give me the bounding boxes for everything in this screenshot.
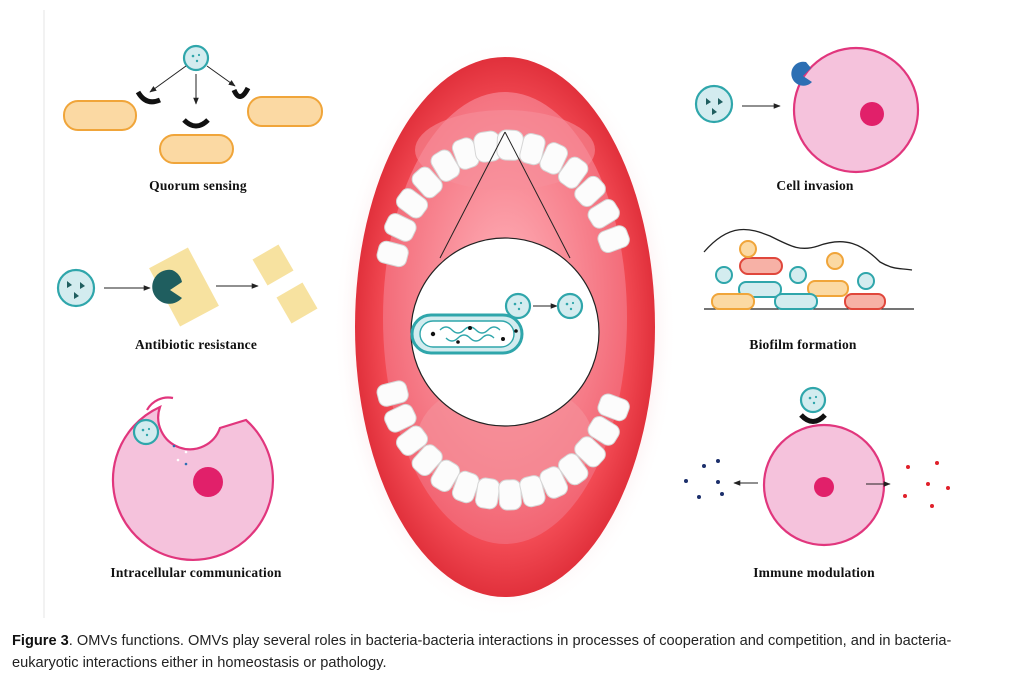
tooth bbox=[597, 393, 630, 422]
omv-functions-figure bbox=[43, 10, 950, 620]
tooth bbox=[376, 380, 409, 407]
label-cell-invasion: Cell invasion bbox=[776, 178, 854, 193]
tooth bbox=[558, 453, 589, 486]
enzyme bbox=[152, 269, 182, 304]
label-quorum-sensing: Quorum sensing bbox=[149, 178, 247, 193]
antibiotic-fragment bbox=[276, 282, 318, 324]
cytokines-red bbox=[903, 461, 950, 508]
immune-modulation-panel bbox=[684, 386, 950, 547]
nucleus bbox=[814, 477, 834, 497]
bacterium-producing-omv bbox=[410, 313, 524, 355]
antibiotic-resistance-panel bbox=[56, 244, 318, 327]
receptor bbox=[799, 413, 827, 424]
tooth bbox=[475, 477, 501, 510]
tooth bbox=[558, 156, 589, 189]
bacterium bbox=[159, 134, 234, 164]
tooth bbox=[384, 213, 417, 242]
tooth bbox=[430, 149, 461, 182]
omv bbox=[182, 44, 210, 72]
receptor bbox=[135, 90, 161, 105]
caption-text: . OMVs functions. OMVs play several role… bbox=[12, 633, 952, 671]
label-intracellular-communication: Intracellular communication bbox=[110, 565, 282, 580]
tooth bbox=[574, 175, 606, 207]
antibiotic-fragment bbox=[252, 244, 294, 286]
receptor bbox=[231, 86, 251, 99]
upper-teeth bbox=[376, 129, 630, 268]
quorum-sensing-panel bbox=[63, 44, 323, 164]
matrix-outline bbox=[703, 228, 913, 271]
tooth bbox=[539, 466, 568, 499]
tooth bbox=[498, 479, 522, 511]
cytokines-blue bbox=[684, 459, 724, 499]
tooth bbox=[574, 436, 606, 468]
label-immune-modulation: Immune modulation bbox=[753, 565, 875, 580]
caption-label: Figure 3 bbox=[12, 633, 69, 649]
receptor bbox=[182, 118, 210, 129]
tooth bbox=[384, 403, 417, 433]
tooth bbox=[451, 470, 480, 504]
tooth bbox=[597, 225, 630, 254]
figure-caption: Figure 3. OMVs functions. OMVs play seve… bbox=[12, 630, 1002, 674]
tooth bbox=[395, 425, 429, 456]
label-antibiotic-resistance: Antibiotic resistance bbox=[134, 337, 258, 352]
lower-teeth bbox=[376, 380, 630, 511]
mouth-illustration bbox=[333, 40, 677, 620]
label-biofilm-formation: Biofilm formation bbox=[749, 337, 857, 352]
nucleus bbox=[860, 102, 884, 126]
tooth bbox=[411, 166, 443, 199]
tooth bbox=[539, 142, 568, 175]
tooth bbox=[395, 188, 429, 219]
tooth bbox=[519, 133, 546, 166]
tooth bbox=[587, 199, 620, 229]
tooth bbox=[587, 416, 620, 446]
tooth bbox=[411, 444, 443, 476]
host-cell bbox=[792, 46, 920, 174]
tooth bbox=[376, 240, 409, 268]
host-cell bbox=[111, 404, 275, 561]
antibiotic bbox=[149, 247, 219, 327]
biofilm-formation-panel bbox=[703, 228, 914, 310]
tooth bbox=[430, 459, 461, 492]
nucleus bbox=[193, 467, 223, 497]
tooth bbox=[519, 475, 546, 508]
intracellular-communication-panel bbox=[111, 396, 275, 561]
receptor bbox=[791, 61, 812, 86]
bacterium bbox=[247, 96, 323, 127]
bacterium bbox=[63, 100, 137, 131]
cell-invasion-panel bbox=[694, 46, 920, 174]
